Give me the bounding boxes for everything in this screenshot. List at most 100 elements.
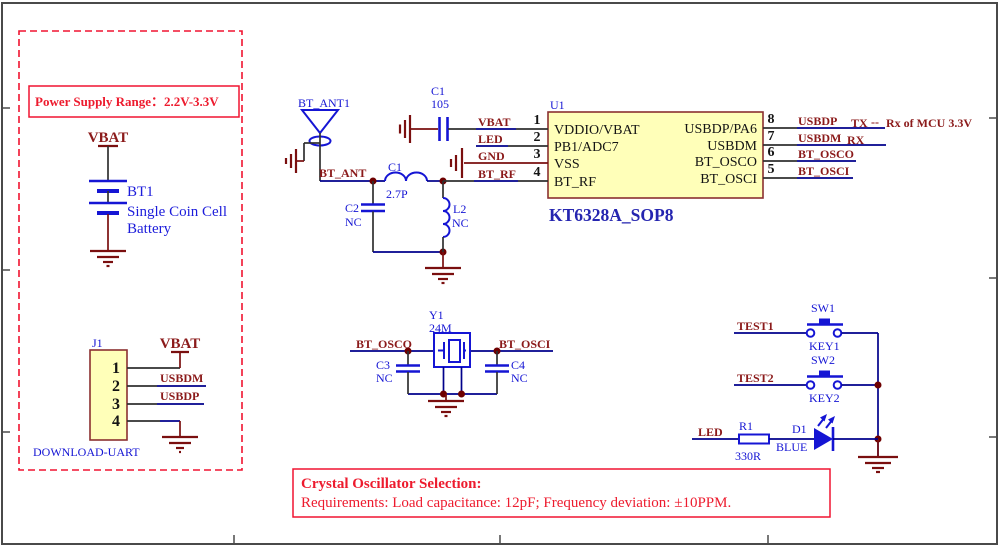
rf-l2-value: NC <box>452 216 469 230</box>
key2-label: KEY2 <box>809 391 840 405</box>
battery-symbol <box>89 179 127 215</box>
pin5-name: BT_OSCI <box>700 172 757 187</box>
c3-ref: C3 <box>376 358 390 372</box>
c3-capacitor <box>396 351 420 394</box>
pin3-net-label: GND <box>478 149 505 163</box>
led-symbol <box>814 414 835 451</box>
rf-l2-inductor <box>442 181 451 252</box>
j1-vbat-label: VBAT <box>160 336 201 352</box>
ground-symbol <box>449 148 464 178</box>
test2-net-label: TEST2 <box>737 371 774 385</box>
r1-value: 330R <box>735 449 761 463</box>
junction-dot <box>874 381 882 389</box>
junction-dot <box>458 390 465 398</box>
decoupling-cap: C1 105 <box>398 84 449 143</box>
usbdp-net-label: USBDP <box>160 389 199 403</box>
key1-label: KEY1 <box>809 339 840 353</box>
dash-label: -- <box>871 115 879 129</box>
led-circuit: LED R1 330R D1 BLUE <box>692 414 878 463</box>
ground-symbol <box>428 394 464 418</box>
pin3-number: 3 <box>534 147 541 162</box>
rx-of-mcu-label: Rx of MCU 3.3V <box>886 116 972 130</box>
pin4-net-label: BT_RF <box>478 167 516 181</box>
pin4-name: BT_RF <box>554 175 596 190</box>
battery-desc-2: Battery <box>127 221 172 237</box>
crystal-note-box: Crystal Oscillator Selection: Requiremen… <box>292 468 831 518</box>
uart-annotation: TX -- Rx of MCU 3.3V RX <box>847 115 972 147</box>
led-net-label: LED <box>698 425 723 439</box>
pin8-net-label: USBDP <box>798 114 837 128</box>
j1-body <box>89 349 128 441</box>
bt-osco-net-label: BT_OSCO <box>356 337 412 351</box>
tx-label: TX <box>851 116 868 130</box>
c3-value: NC <box>376 371 393 385</box>
pin2-net-label: LED <box>478 132 503 146</box>
ground-symbol <box>858 439 898 474</box>
power-supply-range-label: Power Supply Range：2.2V-3.3V <box>35 94 219 109</box>
battery-circuit: VBAT BT1 Single Coin Cell Battery <box>88 130 227 268</box>
download-uart-header: J1 1 2 3 4 VBAT USBDM USBDP DOWNLOAD-UAR… <box>33 336 206 459</box>
j1-ref: J1 <box>92 336 103 350</box>
sw2-ref: SW2 <box>811 353 835 367</box>
pin1-number: 1 <box>534 113 541 128</box>
ground-symbol <box>398 115 438 143</box>
pin8-name: USBDP/PA6 <box>684 122 757 137</box>
ground-symbol <box>162 421 198 454</box>
y1-value: 24M <box>429 321 452 335</box>
usbdm-net-label: USBDM <box>160 371 203 385</box>
r1-symbol <box>738 433 770 445</box>
d1-ref: D1 <box>792 422 807 436</box>
rx-label: RX <box>847 133 865 147</box>
rf-c2-capacitor <box>361 181 385 252</box>
note-body: Requirements: Load capacitance: 12pF; Fr… <box>301 495 731 511</box>
crystal-symbol <box>433 332 471 368</box>
r1-ref: R1 <box>739 419 753 433</box>
ground-symbol <box>284 149 304 173</box>
test1-net-label: TEST1 <box>737 319 774 333</box>
pin2-name: PB1/ADC7 <box>554 140 619 155</box>
sw1-ref: SW1 <box>811 301 835 315</box>
pin8-number: 8 <box>768 112 775 127</box>
sw2-symbol <box>805 370 843 390</box>
power-region-outline <box>18 30 243 471</box>
rf-c2-ref: C2 <box>345 201 359 215</box>
pin2-number: 2 <box>534 130 541 145</box>
power-supply-note: Power Supply Range：2.2V-3.3V <box>28 85 240 118</box>
note-title: Crystal Oscillator Selection: <box>301 476 482 492</box>
antenna-ref: BT_ANT1 <box>298 96 350 110</box>
pin5-net-label: BT_OSCI <box>798 164 850 178</box>
download-uart-caption: DOWNLOAD-UART <box>33 445 140 459</box>
j1-pin-2: 2 <box>112 378 120 395</box>
u1-body <box>547 111 764 199</box>
rf-c1-ref: C1 <box>388 160 402 174</box>
u1-ref: U1 <box>550 98 565 112</box>
pin7-name: USBDM <box>707 139 757 154</box>
oscillator-circuit: Y1 24M BT_OSCO BT_OSCI C3 NC <box>350 308 553 418</box>
j1-pin-4: 4 <box>112 413 120 430</box>
c4-ref: C4 <box>511 358 525 372</box>
y1-ref: Y1 <box>429 308 444 322</box>
pin7-net-label: USBDM <box>798 131 841 145</box>
j1-pin-1: 1 <box>112 360 120 377</box>
bt-osci-net-label: BT_OSCI <box>499 337 551 351</box>
pin1-net-label: VBAT <box>478 115 510 129</box>
pin7-number: 7 <box>768 129 775 144</box>
rf-c2-value: NC <box>345 215 362 229</box>
pin3-name: VSS <box>554 157 580 172</box>
pin1-name: VDDIO/VBAT <box>554 123 640 138</box>
pin6-net-label: BT_OSCO <box>798 147 854 161</box>
rf-c1-value: 2.7P <box>386 187 408 201</box>
battery-desc-1: Single Coin Cell <box>127 204 227 220</box>
u1-part-number: KT6328A_SOP8 <box>549 205 674 225</box>
key-circuit: TEST1 SW1 KEY1 TEST2 SW2 KEY2 <box>734 301 898 474</box>
bt-ant-net-label: BT_ANT <box>319 166 366 180</box>
sw1-symbol <box>805 318 843 338</box>
ground-symbol <box>90 214 126 268</box>
c4-capacitor <box>485 351 509 394</box>
pin6-number: 6 <box>768 145 775 160</box>
pin6-name: BT_OSCO <box>695 155 757 170</box>
vbat-net-label: VBAT <box>88 130 129 146</box>
j1-pin-3: 3 <box>112 396 120 413</box>
